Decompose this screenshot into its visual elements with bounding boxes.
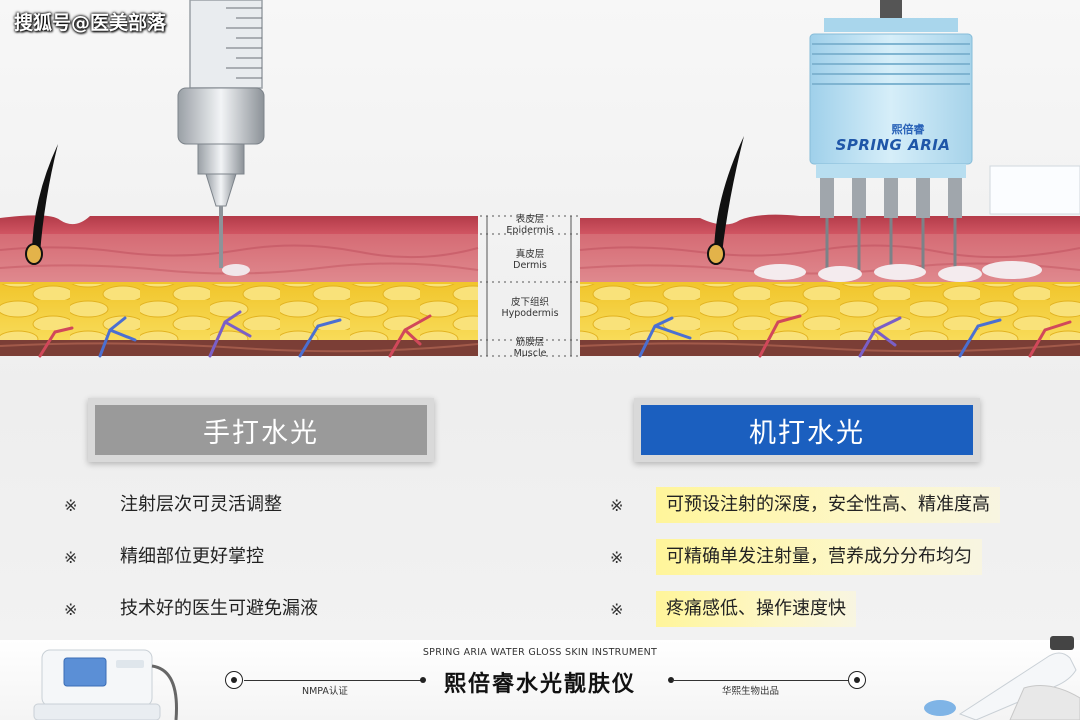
machine-title-box: 机打水光 <box>634 398 980 462</box>
list-item: ※ 可预设注射的深度，安全性高、精准度高 <box>610 487 1000 523</box>
manual-title: 手打水光 <box>95 405 427 455</box>
footer <box>0 640 1080 720</box>
manual-points: ※ 注射层次可灵活调整 ※ 精细部位更好掌控 ※ 技术好的医生可避免漏液 <box>64 487 328 627</box>
list-item: ※ 疼痛感低、操作速度快 <box>610 591 1000 627</box>
machine-points: ※ 可预设注射的深度，安全性高、精准度高 ※ 可精确单发注射量，营养成分分布均匀… <box>610 487 1000 627</box>
target-circle-icon <box>848 671 866 689</box>
hair-follicle-icon <box>707 136 744 265</box>
machine-title: 机打水光 <box>641 405 973 455</box>
list-item: ※ 注射层次可灵活调整 <box>64 494 282 515</box>
target-circle-icon <box>225 671 243 689</box>
skin-block-left <box>0 215 479 356</box>
footer-subtitle: SPRING ARIA WATER GLOSS SKIN INSTRUMENT <box>422 647 658 658</box>
skin-illustration <box>0 0 1080 358</box>
footer-left-note: NMPA认证 <box>302 686 348 697</box>
footer-dot-left <box>420 677 426 683</box>
handheld-product-illustration <box>924 636 1080 720</box>
blood-vessels <box>38 310 1072 358</box>
injector-device-icon <box>754 0 1080 282</box>
syringe-icon <box>177 0 265 276</box>
list-item: ※ 可精确单发注射量，营养成分分布均匀 <box>610 539 1000 575</box>
footer-line-left <box>244 680 424 681</box>
footer-dot-right <box>668 677 674 683</box>
bullet-mark-icon: ※ <box>64 495 78 515</box>
list-item: ※ 技术好的医生可避免漏液 <box>64 598 318 619</box>
bullet-mark-icon: ※ <box>610 495 624 515</box>
device-brand: 熙倍睿 SPRING ARIA <box>828 123 958 155</box>
machine-product-illustration <box>33 649 178 720</box>
footer-line-right <box>672 680 848 681</box>
footer-title: 熙倍睿水光靓肤仪 <box>443 672 636 697</box>
layer-separator <box>480 215 578 357</box>
skin-block-right <box>579 214 1080 356</box>
watermark: 搜狐号@医美部落 <box>14 12 167 34</box>
hair-follicle-icon <box>25 144 58 265</box>
footer-right-note: 华熙生物出品 <box>722 686 780 697</box>
bullet-mark-icon: ※ <box>64 599 78 619</box>
device-brand-english: SPRING ARIA <box>835 136 951 154</box>
list-item: ※ 精细部位更好掌控 <box>64 546 264 567</box>
bullet-mark-icon: ※ <box>610 547 624 567</box>
bullet-mark-icon: ※ <box>64 547 78 567</box>
device-brand-chinese: 熙倍睿 <box>891 123 925 136</box>
bullet-mark-icon: ※ <box>610 599 624 619</box>
manual-title-box: 手打水光 <box>88 398 434 462</box>
